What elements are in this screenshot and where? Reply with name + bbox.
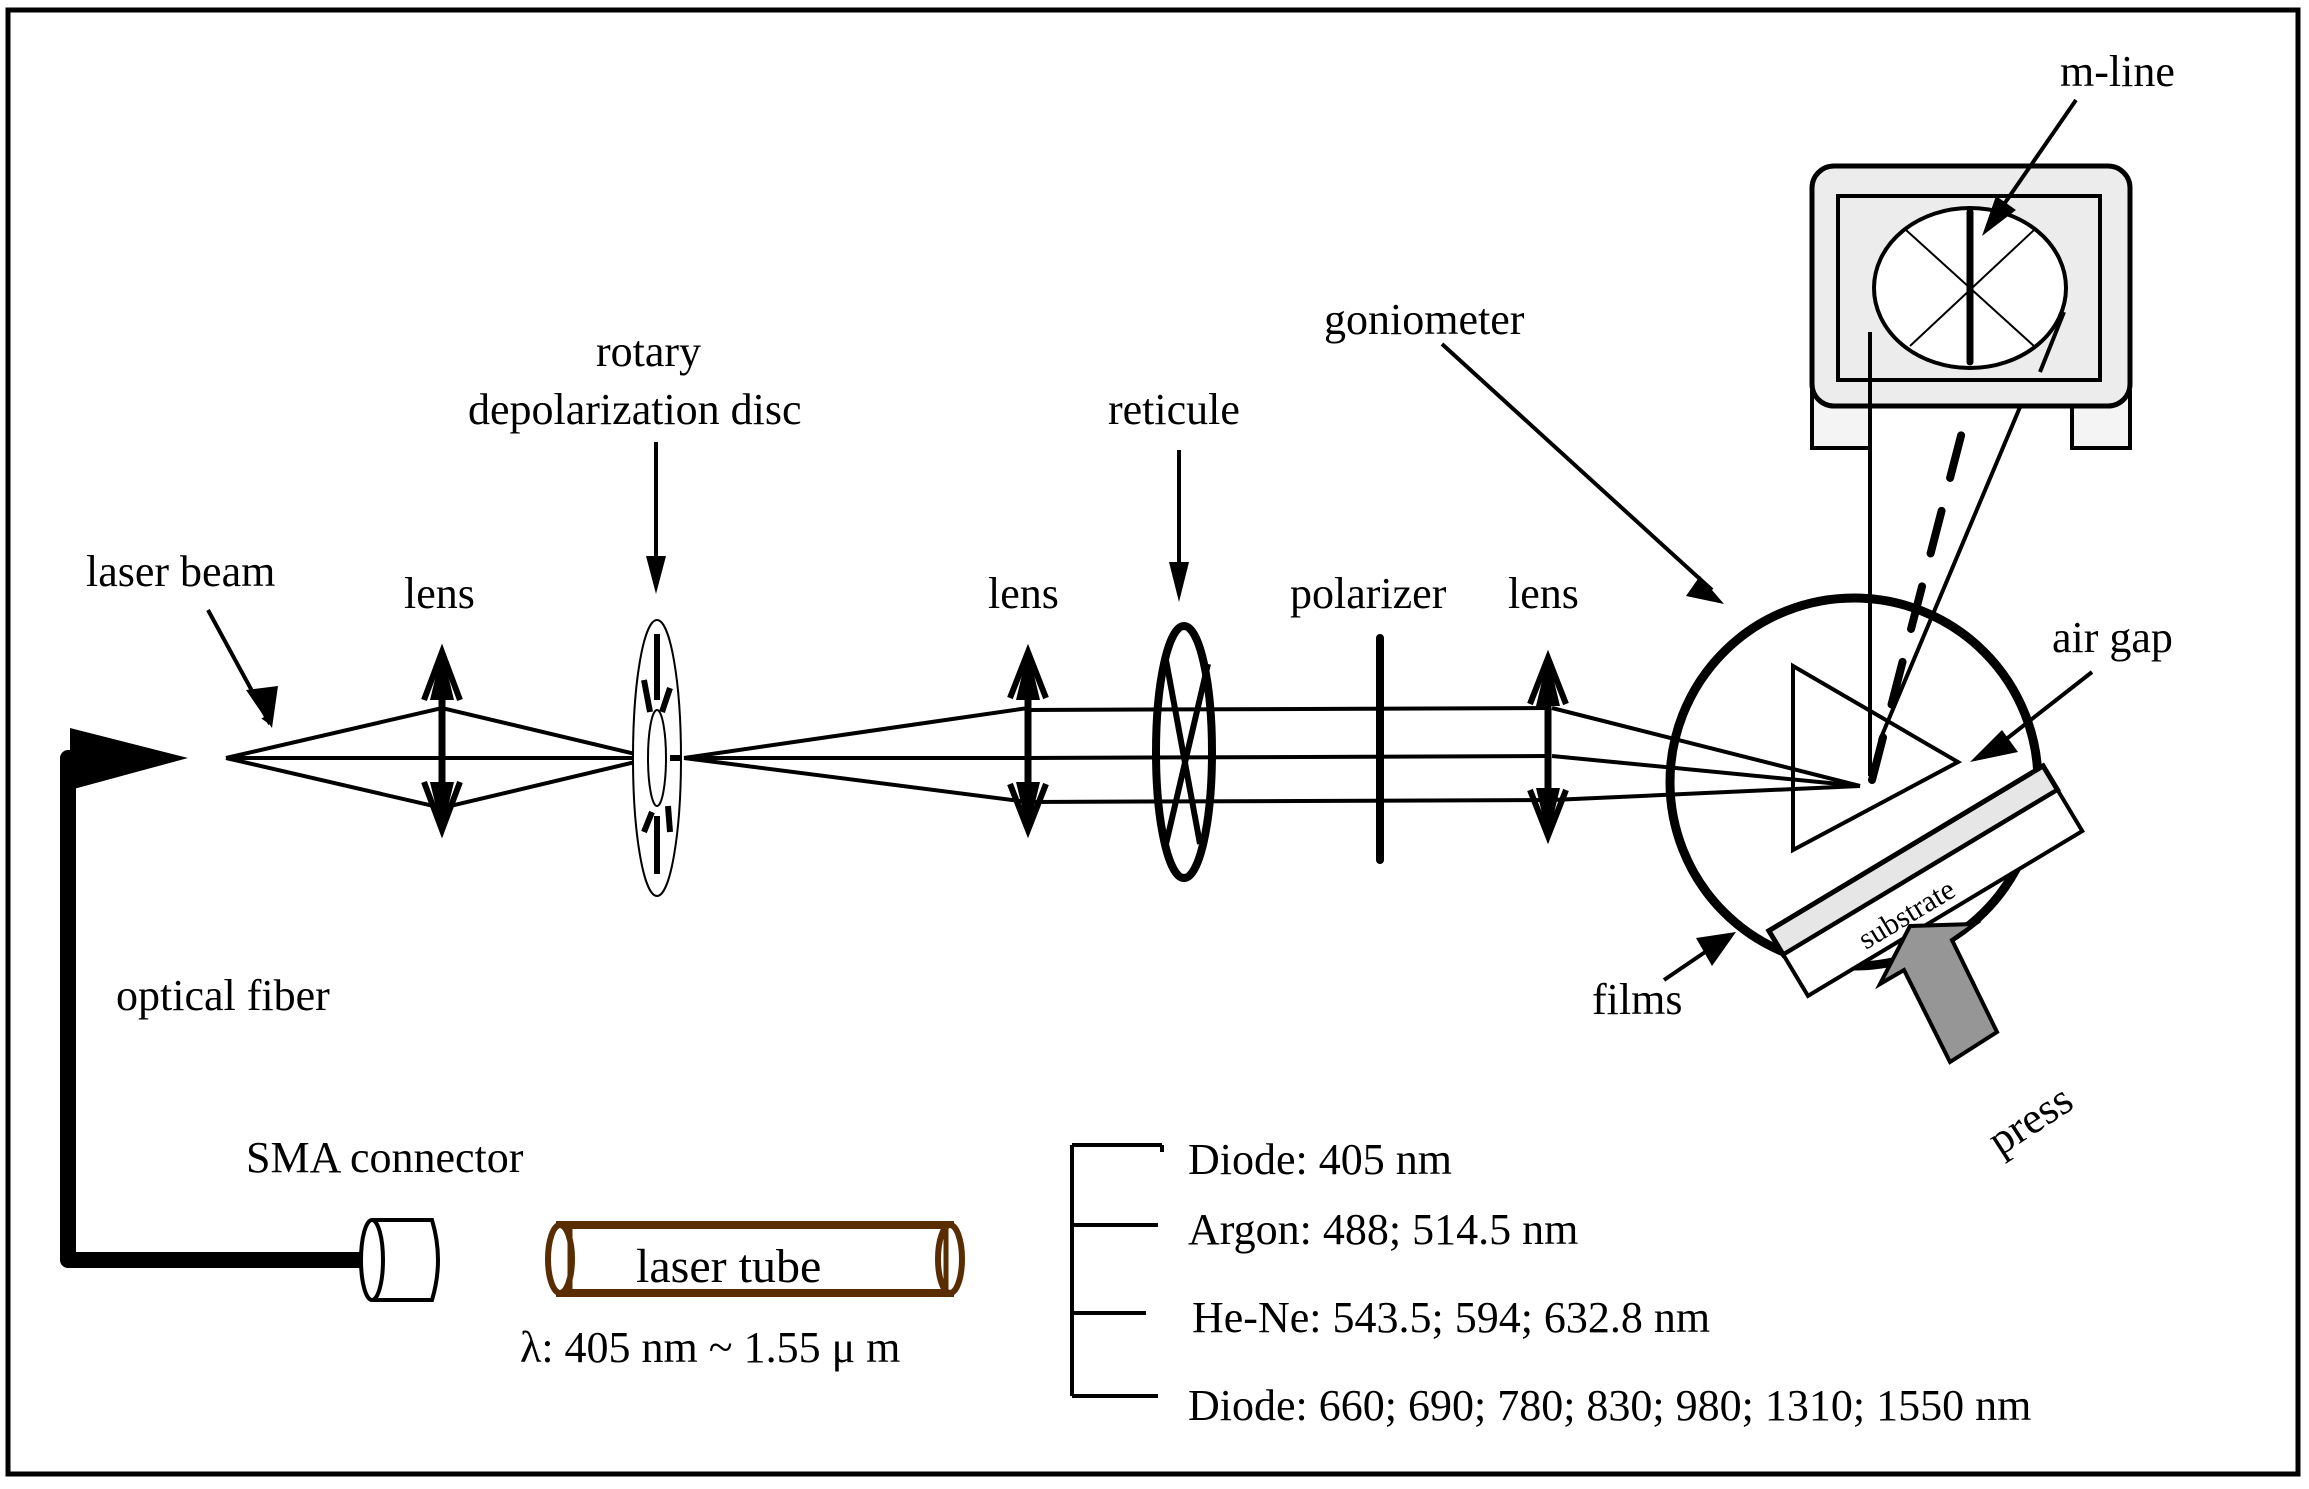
goniometer-label: goniometer (1324, 295, 1525, 344)
air-gap-label: air gap (2052, 613, 2173, 662)
rotary-depolarization-disc-icon (632, 619, 682, 897)
reticule-label: reticule (1108, 385, 1240, 434)
sma-connector-icon (359, 1218, 440, 1302)
laser-beam-arrowhead-icon (246, 686, 278, 728)
m-line-screen (1809, 163, 2133, 452)
laser-source-item: Diode: 660; 690; 780; 830; 980; 1310; 15… (1188, 1381, 2031, 1430)
reticule-pointer-arrowhead-icon (1169, 562, 1189, 602)
press-arrow-icon (1875, 921, 2000, 1065)
prism-icon (1791, 662, 1963, 854)
m-line-pointer (1998, 98, 2078, 212)
lens-2-icon (1007, 643, 1049, 839)
films-label: films (1592, 975, 1682, 1024)
laser-source-bracket (1070, 1143, 1164, 1398)
disc-pointer-arrowhead-icon (646, 556, 666, 594)
laser-tube-icon (545, 1221, 965, 1297)
rotary-label: rotary (596, 327, 701, 376)
polarizer-label: polarizer (1290, 569, 1447, 618)
beam-segment-4 (1551, 706, 1861, 802)
lens-3-label: lens (1508, 569, 1579, 618)
laser-beam-label: laser beam (86, 547, 275, 596)
laser-source-item: He-Ne: 543.5; 594; 632.8 nm (1192, 1293, 1710, 1342)
press-label: press (1979, 1074, 2082, 1164)
figure-frame (5, 7, 2301, 1477)
m-line-label: m-line (2060, 47, 2175, 96)
films-pointer-arrowhead-icon (1696, 932, 1736, 966)
lens-1-icon (421, 643, 463, 839)
air-gap-pointer-arrowhead-icon (1970, 730, 2018, 762)
optical-fiber-label: optical fiber (116, 971, 330, 1020)
optical-fiber (60, 728, 372, 1268)
laser-source-item: Diode: 405 nm (1188, 1135, 1452, 1184)
beam-segment-2 (683, 706, 1029, 804)
sma-connector-label: SMA connector (246, 1133, 524, 1182)
wavelength-range-label: λ: 405 nm ~ 1.55 μ m (520, 1323, 900, 1372)
substrate-icon (1765, 762, 2086, 999)
air-gap-pointer (1998, 670, 2094, 746)
laser-tube-label: laser tube (636, 1240, 821, 1293)
depolarization-disc-label: depolarization disc (468, 385, 802, 434)
m-line-pointer-arrowhead-icon (1982, 196, 2016, 236)
reticule-icon (1152, 622, 1216, 882)
fiber-output-arrowhead-icon (70, 728, 188, 790)
beam-segment-3 (1027, 706, 1549, 804)
goniometer-pointer-arrowhead-icon (1686, 576, 1724, 604)
laser-source-item: Argon: 488; 514.5 nm (1188, 1205, 1578, 1254)
lens-1-label: lens (404, 569, 475, 618)
lens-2-label: lens (988, 569, 1059, 618)
goniometer-pointer (1440, 342, 1714, 592)
lens-3-icon (1527, 649, 1569, 845)
